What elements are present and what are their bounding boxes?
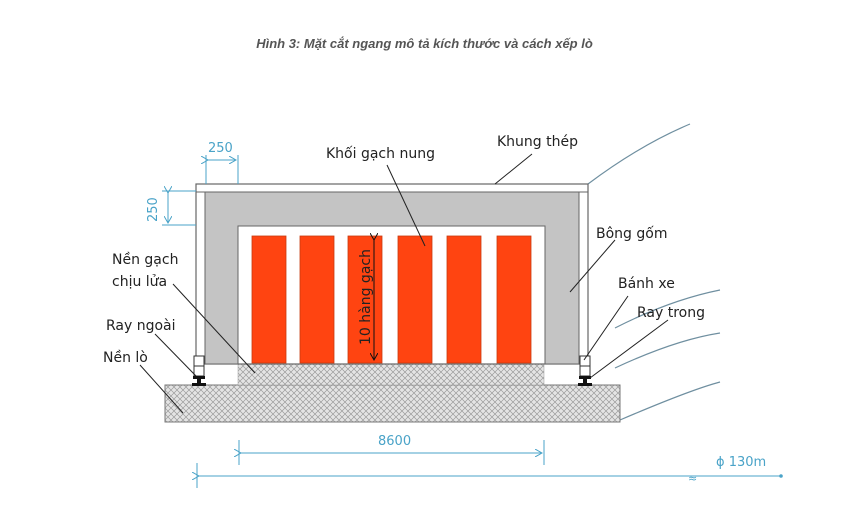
refractory-floor <box>237 362 545 386</box>
label-banh-xe: Bánh xe <box>618 276 675 292</box>
brick-columns <box>251 235 532 364</box>
right-rail <box>578 376 592 386</box>
rows-label: 10 hàng gạch <box>358 249 374 345</box>
kiln-floor <box>164 384 621 423</box>
ceramic-insulation <box>204 191 580 365</box>
dim-inner-width: 8600 <box>378 434 411 449</box>
label-bong-gom: Bông gốm <box>596 225 667 242</box>
label-nen-gach-1: Nền gạch <box>112 251 178 268</box>
label-khung-thep: Khung thép <box>497 134 578 150</box>
left-rail <box>192 376 206 386</box>
label-khoi-gach-nung: Khối gạch nung <box>326 145 435 162</box>
kiln-curves <box>587 123 721 421</box>
label-nen-lo: Nền lò <box>103 349 148 366</box>
left-wheel <box>193 355 205 377</box>
dim-top-height: 250 <box>146 197 161 222</box>
break-symbol: ≈ <box>688 472 697 485</box>
dim-diameter: ϕ 130m <box>716 455 766 470</box>
label-nen-gach-2: chịu lửa <box>112 274 167 290</box>
label-ray-ngoai: Ray ngoài <box>106 318 176 334</box>
label-ray-trong: Ray trong <box>637 305 705 321</box>
dim-top-width: 250 <box>208 141 233 156</box>
figure-caption: Hình 3: Mặt cắt ngang mô tả kích thước v… <box>256 36 593 51</box>
